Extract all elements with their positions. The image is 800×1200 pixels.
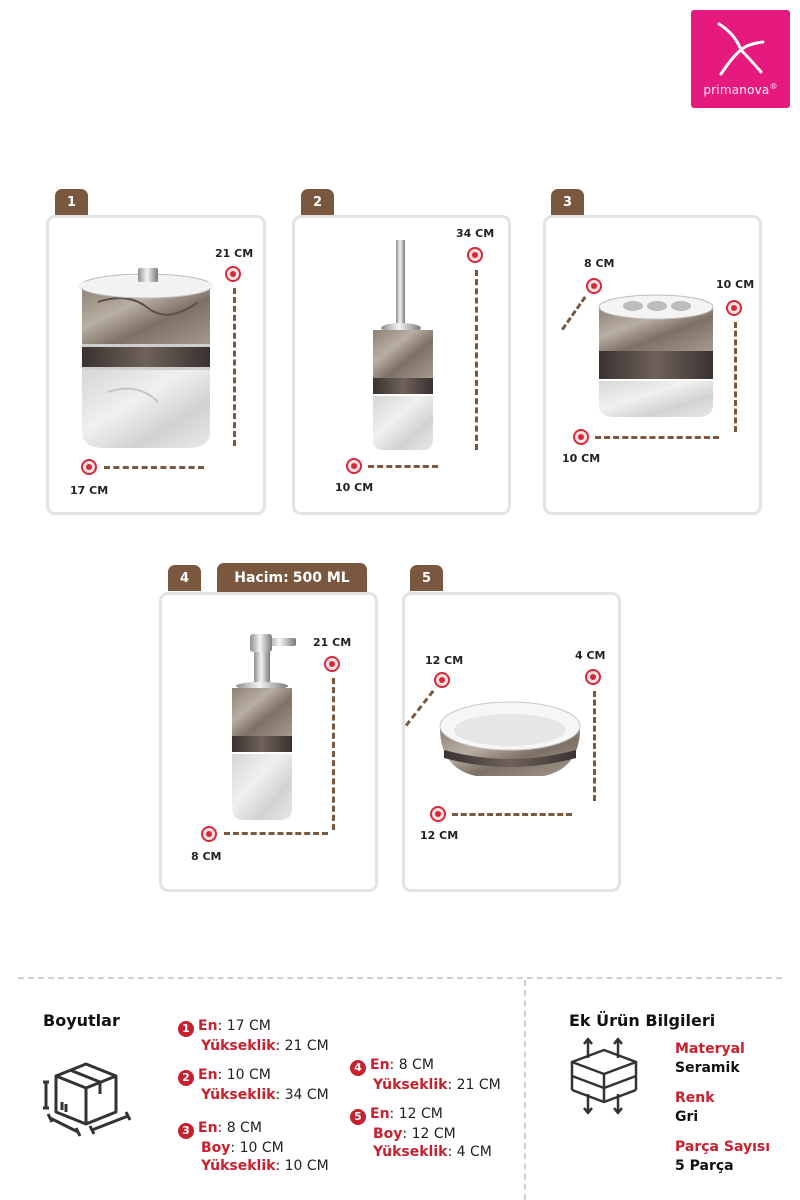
height-guide-line — [233, 288, 236, 446]
width-label: 12 CM — [420, 829, 459, 842]
height-label: 4 CM — [575, 649, 606, 662]
toilet-brush-image — [373, 240, 433, 450]
height-marker-dot — [225, 266, 241, 282]
toothbrush-holder-image — [598, 294, 714, 417]
field-label: Parça Sayısı — [675, 1139, 771, 1155]
field-label: Materyal — [675, 1041, 745, 1057]
product-number-tab: 4 — [168, 565, 201, 591]
height-marker-dot — [467, 247, 483, 263]
product-number-tab: 3 — [551, 189, 584, 215]
product-number-tab: 1 — [55, 189, 88, 215]
width-marker-dot — [201, 826, 217, 842]
material-layers-icon — [570, 1037, 638, 1115]
width-marker-dot — [346, 458, 362, 474]
column-divider — [524, 980, 526, 1200]
diameter-marker-dot — [586, 278, 602, 294]
height-label: 21 CM — [215, 247, 254, 260]
package-box-icon — [43, 1062, 132, 1137]
height-marker-dot — [324, 656, 340, 672]
section-divider — [18, 977, 782, 979]
height-label: 10 CM — [716, 278, 755, 291]
diameter-marker-dot — [434, 672, 450, 688]
width-guide-line — [224, 832, 328, 835]
height-guide-line — [593, 691, 596, 801]
width-label: 8 CM — [191, 850, 222, 863]
product-number-tab: 2 — [301, 189, 334, 215]
diameter-label: 8 CM — [584, 257, 615, 270]
height-marker-dot — [585, 669, 601, 685]
extra-info-fields: Materyal Seramik Renk Gri Parça Sayısı 5… — [675, 1040, 770, 1176]
brand-mark-icon — [717, 22, 765, 76]
field-value: Gri — [675, 1109, 699, 1125]
diameter-label: 12 CM — [425, 654, 464, 667]
product-number-tab: 5 — [410, 565, 443, 591]
width-label: 10 CM — [562, 452, 601, 465]
canister-image — [79, 268, 213, 448]
height-label: 21 CM — [313, 636, 352, 649]
width-marker-dot — [81, 459, 97, 475]
width-label: 17 CM — [70, 484, 109, 497]
soap-dish-image — [439, 701, 581, 776]
extra-info-title: Ek Ürün Bilgileri — [569, 1011, 716, 1030]
brand-logo: primanova® — [691, 10, 790, 108]
width-guide-line — [368, 465, 438, 468]
height-marker-dot — [726, 300, 742, 316]
brand-name: primanova® — [703, 82, 778, 97]
dimensions-title: Boyutlar — [43, 1011, 120, 1030]
height-label: 34 CM — [456, 227, 495, 240]
height-guide-line — [332, 678, 335, 830]
width-marker-dot — [430, 806, 446, 822]
field-value: Seramik — [675, 1060, 740, 1076]
width-label: 10 CM — [335, 481, 374, 494]
field-value: 5 Parça — [675, 1158, 734, 1174]
width-guide-line — [452, 813, 572, 816]
width-guide-line — [104, 466, 204, 469]
field-label: Renk — [675, 1090, 715, 1106]
width-guide-line — [595, 436, 719, 439]
width-marker-dot — [573, 429, 589, 445]
soap-dispenser-image — [232, 634, 296, 820]
height-guide-line — [734, 322, 737, 432]
volume-badge: Hacim:500 ML — [217, 563, 367, 593]
height-guide-line — [475, 270, 478, 450]
